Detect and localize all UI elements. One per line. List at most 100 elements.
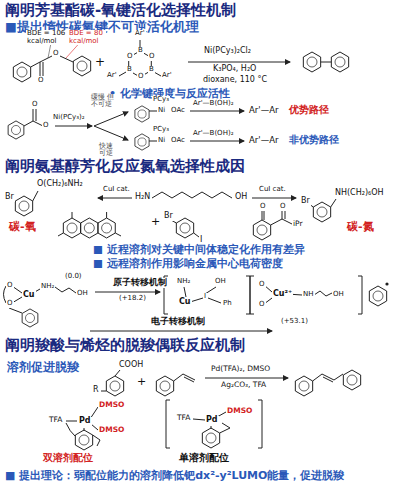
chem-label: NH₂ bbox=[40, 283, 55, 291]
chem-label: O bbox=[148, 53, 156, 61]
highlight-label: DMSO bbox=[98, 426, 125, 434]
section-2-art-stroke bbox=[164, 276, 250, 314]
chem-label: Ar'—B(OH)₂ bbox=[192, 100, 234, 108]
chem-label: Ar' bbox=[161, 72, 173, 80]
chem-label: Pd bbox=[205, 416, 219, 425]
chem-label: O bbox=[279, 203, 287, 211]
chem-label: OH bbox=[214, 278, 227, 286]
section-2-art-stroke bbox=[81, 218, 98, 238]
chem-label: PCy₃ bbox=[152, 126, 170, 134]
section-3-art-stroke bbox=[156, 376, 173, 396]
chem-label: O bbox=[42, 122, 50, 130]
section-1-art-stroke bbox=[119, 40, 161, 76]
section-3-art-stroke bbox=[101, 370, 120, 391]
section-2-art-stroke bbox=[22, 309, 38, 327]
highlight-label: 优势路径 bbox=[288, 104, 330, 115]
section-1-art-stroke bbox=[190, 141, 244, 142]
chem-label: 电子转移机制 bbox=[150, 317, 206, 327]
chem-label: H₂N bbox=[134, 193, 151, 202]
section-3-art-stroke bbox=[174, 374, 195, 382]
section-3-art-stroke bbox=[313, 374, 343, 382]
section-2-art-stroke bbox=[313, 202, 330, 222]
chem-label: (+18.2) bbox=[118, 295, 147, 303]
chem-label: Br bbox=[300, 197, 311, 206]
section-heading: 阐明羧酸与烯烃的脱羧偶联反应机制 bbox=[4, 337, 246, 354]
highlight-label: BDE = 80 kcal/mol bbox=[68, 30, 106, 45]
chem-label: iPr bbox=[292, 220, 304, 228]
section-2-art-stroke bbox=[252, 198, 296, 199]
sub-heading: 溶剂促进脱羧 bbox=[6, 361, 80, 374]
section-2-art-stroke bbox=[250, 276, 362, 314]
section-1-art-stroke bbox=[135, 134, 149, 150]
section-1-art-stroke bbox=[331, 52, 348, 72]
section-2-art-stroke bbox=[95, 292, 160, 293]
chem-label: 原子转移机制 bbox=[112, 278, 168, 288]
chem-label: + bbox=[94, 56, 106, 69]
chem-label: CuI cat. bbox=[102, 186, 131, 194]
note-label: 缓慢 但不可逆 bbox=[90, 94, 118, 108]
chem-label: (+53.1) bbox=[280, 318, 309, 326]
sub-heading: ■ 提出理论：弱配位能力的溶剂降低钯dx²-y²LUMO能量，促进脱羧 bbox=[4, 470, 345, 482]
section-3-art-stroke bbox=[106, 376, 123, 396]
chem-label: Ni(PCy₃)₂Cl₂ bbox=[203, 47, 252, 56]
section-1-art-stroke bbox=[321, 62, 332, 63]
section-1-art-stroke bbox=[188, 62, 290, 63]
section-heading: 阐明芳基酯碳-氧键活化选择性机制 bbox=[4, 2, 237, 19]
chem-label: Ph bbox=[222, 300, 233, 308]
chem-label: O bbox=[31, 101, 39, 109]
section-1-art-stroke bbox=[190, 111, 244, 112]
section-2-art-stroke bbox=[63, 218, 80, 238]
chem-label: O bbox=[52, 50, 60, 58]
section-heading: 阐明氨基醇芳化反应氮氧选择性成因 bbox=[4, 158, 246, 175]
chem-label: TFA bbox=[176, 414, 191, 422]
section-1-art bbox=[8, 38, 349, 150]
section-2-art-stroke bbox=[253, 220, 270, 240]
chem-label: (0.0) bbox=[64, 273, 83, 281]
highlight-label: DMSO bbox=[98, 401, 125, 409]
chem-label: dioxane, 110 °C bbox=[202, 76, 268, 85]
section-2-art-stroke bbox=[98, 218, 115, 238]
sub-heading: ■ 远程溶剂作用影响金属中心电荷密度 bbox=[92, 258, 284, 270]
section-2-art-stroke bbox=[369, 286, 386, 306]
chem-label: O bbox=[258, 281, 266, 289]
chem-label: NH(CH₂)₆OH bbox=[334, 189, 385, 198]
section-2-art-stroke bbox=[171, 220, 199, 237]
chem-label: B bbox=[148, 66, 155, 74]
section-2-art-stroke bbox=[176, 218, 193, 238]
chem-label: Ar'—Ar bbox=[248, 106, 279, 115]
chem-label: OH bbox=[76, 290, 89, 298]
section-3-art-stroke bbox=[343, 370, 360, 390]
chem-label: Pd bbox=[78, 417, 92, 426]
section-2-art-stroke bbox=[262, 211, 292, 225]
chem-label: PCy₃ bbox=[152, 96, 170, 104]
section-1-art-stroke bbox=[94, 126, 128, 140]
chem-label: O bbox=[258, 301, 266, 309]
section-3-art-stroke bbox=[202, 428, 219, 448]
chem-label: I bbox=[203, 293, 207, 301]
section-1-art-stroke bbox=[149, 141, 157, 142]
highlight-label: DMSO bbox=[226, 407, 253, 415]
note-label: 快速 可逆 bbox=[98, 143, 122, 157]
section-3-art-stroke bbox=[193, 412, 230, 433]
chem-label: + bbox=[150, 216, 161, 228]
chem-label: Br bbox=[163, 212, 174, 221]
highlight-label: 碳-氮 bbox=[346, 221, 375, 233]
section-2-art bbox=[4, 191, 389, 331]
section-1-art-stroke bbox=[303, 52, 320, 72]
chem-label: O bbox=[126, 53, 134, 61]
chem-label: OAc bbox=[170, 107, 186, 115]
section-1-art-stroke bbox=[24, 109, 43, 126]
section-1-art-stroke bbox=[8, 121, 24, 139]
chem-label: Ar'—B(OH)₂ bbox=[192, 130, 234, 138]
section-3-art-stroke bbox=[66, 423, 100, 446]
chem-label: O bbox=[259, 203, 267, 211]
chem-label: O bbox=[6, 282, 14, 290]
section-1-art-stroke bbox=[73, 56, 90, 76]
section-1-art-stroke bbox=[94, 112, 128, 126]
section-2-art-stroke bbox=[58, 212, 121, 236]
chem-label: COOH bbox=[118, 361, 144, 370]
section-2-art-stroke bbox=[12, 191, 38, 201]
section-3-art bbox=[66, 370, 361, 450]
section-2-art-stroke bbox=[309, 199, 336, 207]
